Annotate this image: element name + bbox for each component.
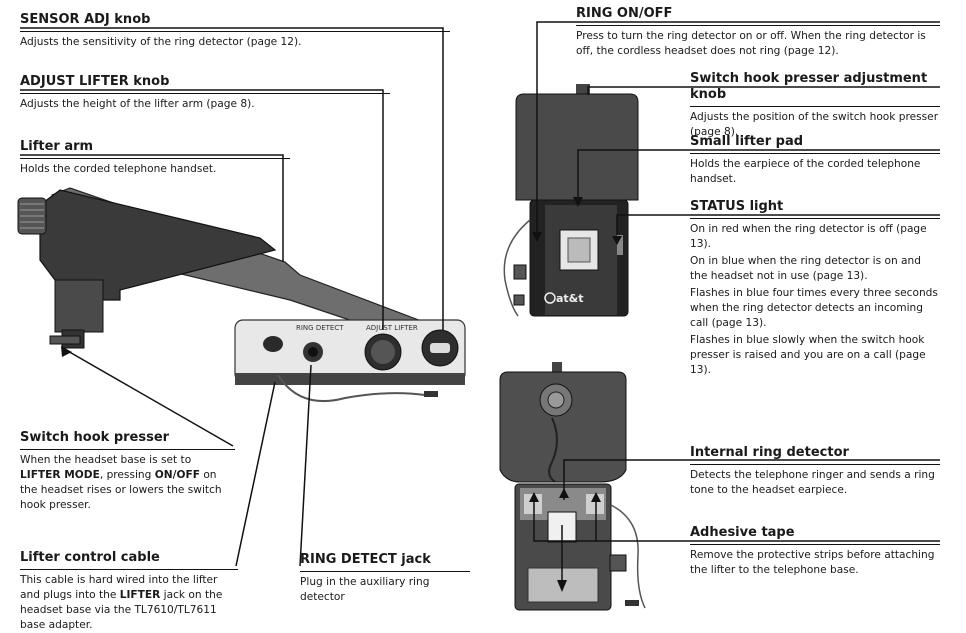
lifter-arm-body: Holds the corded telephone handset. [20,163,217,175]
callout-sensor-adj: SENSOR ADJ knob Adjusts the sensitivity … [20,12,450,50]
ring-detect-jack-title: RING DETECT jack [300,552,470,572]
switch-hook-adj-title: Switch hook presser adjustment knob [690,71,940,107]
lifter-control-cable-title: Lifter control cable [20,550,238,570]
switch-hook-adj-body: Adjusts the position of the switch hook … [690,111,939,138]
callout-internal-ring-detector: Internal ring detector Detects the telep… [690,445,940,498]
status-light-para: Flashes in blue four times every three s… [690,287,938,329]
callout-switch-hook-adj: Switch hook presser adjustment knob Adju… [690,71,940,140]
lifter-front-view: at&t [503,84,639,317]
ring-detect-device-label: RING DETECT [296,324,344,332]
callout-status-light: STATUS light On in red when the ring det… [690,199,940,380]
adjust-lifter-body: Adjusts the height of the lifter arm (pa… [20,98,255,110]
small-lifter-pad-body: Holds the earpiece of the corded telepho… [690,158,921,185]
internal-ring-detector-body: Detects the telephone ringer and sends a… [690,469,935,496]
leader-lines [20,21,940,567]
callout-switch-hook-presser: Switch hook presser When the headset bas… [20,430,235,513]
callout-small-lifter-pad: Small lifter pad Holds the earpiece of t… [690,134,940,187]
sensor-adj-body: Adjusts the sensitivity of the ring dete… [20,36,302,48]
status-light-para: On in blue when the ring detector is on … [690,255,921,282]
small-lifter-pad-title: Small lifter pad [690,134,940,154]
switch-hook-presser-title: Switch hook presser [20,430,235,450]
status-light-title: STATUS light [690,199,940,219]
status-light-body: On in red when the ring detector is off … [690,222,940,378]
internal-ring-detector-title: Internal ring detector [690,445,940,465]
lifter-arm-title: Lifter arm [20,139,290,159]
callout-adjust-lifter: ADJUST LIFTER knob Adjusts the height of… [20,74,390,112]
status-light-para: Flashes in blue slowly when the switch h… [690,334,926,376]
lifter-control-cable-body: This cable is hard wired into the lifter… [20,574,223,631]
sensor-adj-title: SENSOR ADJ knob [20,12,450,32]
arrowheads [61,197,622,592]
callout-lifter-arm: Lifter arm Holds the corded telephone ha… [20,139,290,177]
adjust-lifter-title: ADJUST LIFTER knob [20,74,390,94]
adhesive-tape-title: Adhesive tape [690,525,940,545]
callout-lifter-control-cable: Lifter control cable This cable is hard … [20,550,238,633]
lifter-side-view: RING DETECT ADJUST LIFTER [17,187,466,402]
callout-ring-detect-jack: RING DETECT jack Plug in the auxiliary r… [300,552,470,605]
callout-ring-onoff: RING ON/OFF Press to turn the ring detec… [576,6,940,59]
adjust-lifter-device-label: ADJUST LIFTER [366,324,418,332]
adhesive-tape-body: Remove the protective strips before atta… [690,549,935,576]
ring-detect-jack-body: Plug in the auxiliary ring detector [300,576,430,603]
callout-adhesive-tape: Adhesive tape Remove the protective stri… [690,525,940,578]
ring-onoff-body: Press to turn the ring detector on or of… [576,30,926,57]
ring-onoff-title: RING ON/OFF [576,6,940,26]
status-light-para: On in red when the ring detector is off … [690,223,927,250]
brand-logo-text: at&t [556,292,584,305]
lifter-back-view [499,362,646,611]
